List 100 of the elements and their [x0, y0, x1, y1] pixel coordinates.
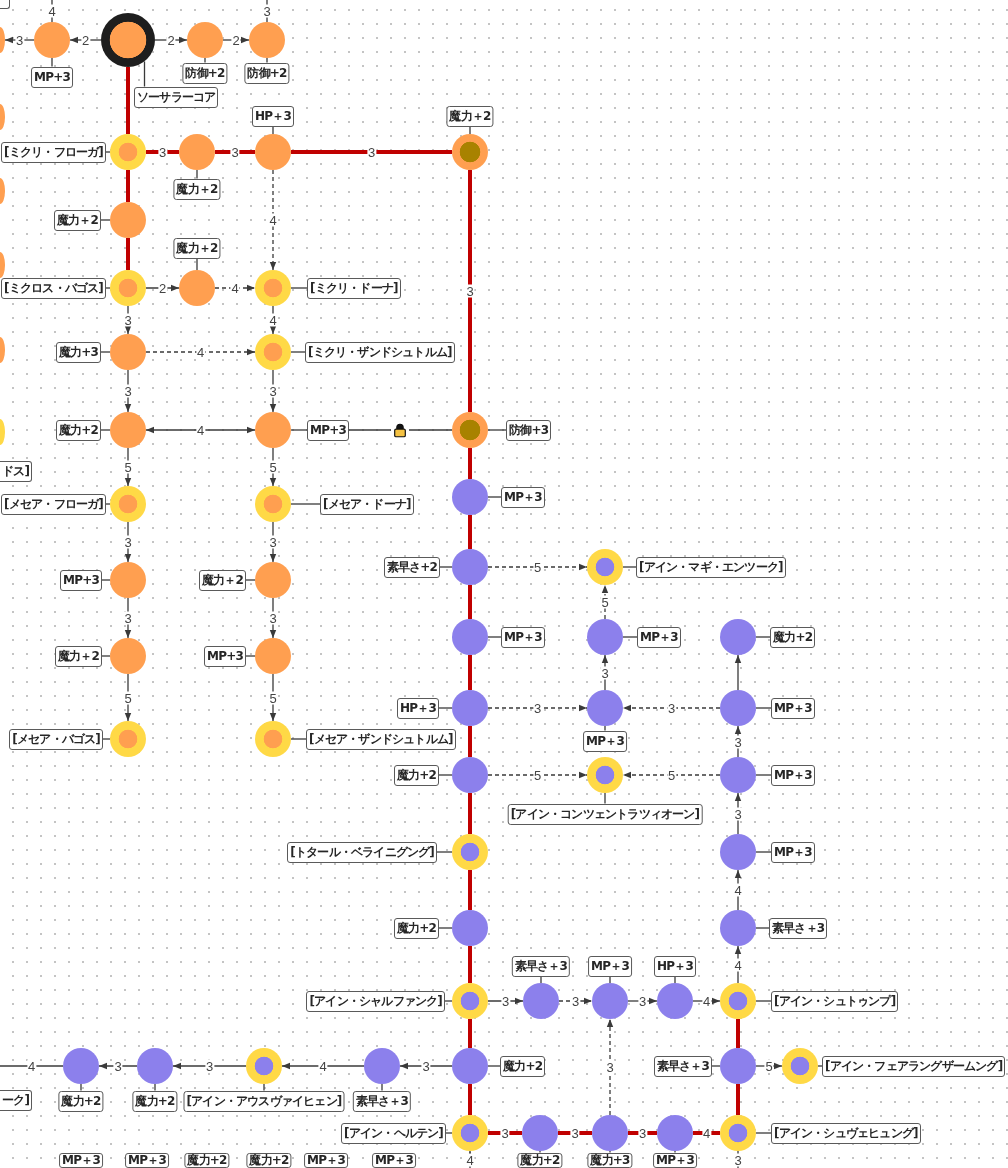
- edge-label: 4: [47, 4, 57, 18]
- leader-line: [487, 1065, 501, 1067]
- skill-label: [メセア・ドーナ]: [320, 493, 414, 515]
- leader-line: [469, 125, 471, 135]
- leader-line: [755, 774, 772, 776]
- leader-line: [755, 1000, 772, 1002]
- edge-label: 5: [600, 595, 610, 609]
- skill-label: [アイン・シュトゥンプ]: [771, 990, 899, 1012]
- leader-line: [266, 57, 268, 64]
- skill-label: [ミクロス・バゴス]: [1, 277, 106, 299]
- edge-label: 3: [570, 1126, 580, 1140]
- skill-label: ソーサラーコア: [134, 86, 219, 108]
- skill-label: 素早さ+2: [383, 556, 440, 578]
- edge-label: 3: [500, 1126, 510, 1140]
- edge-label: 4: [195, 423, 206, 437]
- skill-label: 素早さ＋3: [769, 917, 828, 939]
- skill-label: MP＋3: [771, 764, 815, 786]
- skill-node: [587, 690, 623, 726]
- skill-node: [63, 1048, 99, 1084]
- skill-node: [657, 1115, 693, 1151]
- ringed-skill-node: [587, 549, 623, 585]
- edge-label: 3: [366, 145, 377, 159]
- skill-label: [ミクリ・ドーナ]: [307, 277, 401, 299]
- highlighted-path: [291, 150, 452, 154]
- ringed-skill-node: [782, 1048, 818, 1084]
- skill-label: MP＋3: [125, 1152, 169, 1168]
- skill-node: [179, 270, 215, 306]
- leader-line: [674, 1150, 676, 1154]
- ringed-skill-node: [255, 270, 291, 306]
- edge-label: 2: [231, 33, 241, 47]
- skill-label: 魔力＋2: [198, 569, 246, 591]
- skill-node: [587, 619, 623, 655]
- edge-label: 3: [600, 666, 610, 679]
- edge-label: 3: [465, 284, 475, 298]
- arrow: [124, 447, 132, 487]
- arrow: [222, 36, 250, 44]
- highlighted-path: [126, 67, 130, 134]
- leader-line: [539, 1150, 541, 1154]
- skill-label: [アイン・ヘルテン]: [341, 1122, 446, 1144]
- edge-label: 4: [230, 281, 240, 295]
- skill-node: [110, 562, 146, 598]
- leader-line: [245, 579, 256, 581]
- highlighted-path: [468, 448, 472, 479]
- skill-node: [452, 479, 488, 515]
- skill-label: MP＋3: [583, 730, 627, 752]
- arrow: [622, 771, 721, 779]
- skill-node: [110, 638, 146, 674]
- arrow: [606, 1018, 614, 1116]
- ringed-skill-node: [246, 1048, 282, 1084]
- arrow: [98, 1062, 138, 1070]
- edge-label: 5: [532, 768, 543, 782]
- leader-line: [487, 429, 507, 431]
- skill-node: [110, 334, 146, 370]
- edge-label: 3: [204, 1059, 215, 1073]
- leader-line: [755, 1132, 772, 1134]
- ringed-skill-node: [255, 486, 291, 522]
- skill-label: 魔力+2: [246, 1152, 292, 1168]
- edge-label: 4: [733, 883, 743, 897]
- skill-node: [452, 910, 488, 946]
- leader-line: [604, 792, 606, 805]
- leader-line: [604, 725, 606, 732]
- skill-label: MP＋3: [59, 1152, 103, 1168]
- skill-label: 魔力+2: [500, 1055, 546, 1077]
- leader-line: [290, 429, 308, 431]
- skill-node: [452, 549, 488, 585]
- skill-label: 素早さ＋3: [352, 1090, 412, 1112]
- edge-label: 3: [421, 1059, 431, 1073]
- skill-label: 魔力＋2: [54, 645, 102, 667]
- skill-label: MP＋3: [637, 626, 681, 648]
- skill-label: 魔力＋2: [446, 105, 494, 127]
- highlighted-path: [146, 150, 179, 154]
- leader-line: [101, 579, 111, 581]
- leader-line: [622, 566, 637, 568]
- leader-line: [105, 503, 111, 505]
- skill-label: 魔力＋2: [53, 209, 101, 231]
- edge-label: 4: [465, 1153, 475, 1166]
- ringed-skill-node: [110, 270, 146, 306]
- highlighted-path: [468, 655, 472, 690]
- leader-line: [436, 851, 453, 853]
- leader-line: [204, 57, 206, 64]
- edge-label: 3: [123, 313, 133, 327]
- skill-label: [アイン・アウスヴァイヒェン]: [183, 1090, 345, 1112]
- edge-label: 5: [764, 1059, 774, 1073]
- highlighted-path: [215, 150, 255, 154]
- edge-label: 4: [701, 994, 712, 1008]
- leader-line: [105, 287, 111, 289]
- arrow: [734, 654, 742, 691]
- skill-label: MP＋3: [304, 1152, 348, 1168]
- edge-label: 3: [262, 4, 272, 18]
- edge-label: 2: [80, 33, 91, 47]
- edge-label: 5: [268, 460, 278, 474]
- skill-node: [255, 412, 291, 448]
- skill-label: [ミクリ・フローガ]: [1, 141, 106, 163]
- partial-skill-node: [0, 337, 5, 363]
- partial-skill-node: [0, 27, 5, 53]
- skill-label: ーク]: [0, 1089, 33, 1111]
- skill-label: MP＋3: [501, 486, 545, 508]
- ringed-skill-node: [255, 334, 291, 370]
- skill-node: [34, 22, 70, 58]
- skill-label: 魔力+2: [55, 419, 101, 441]
